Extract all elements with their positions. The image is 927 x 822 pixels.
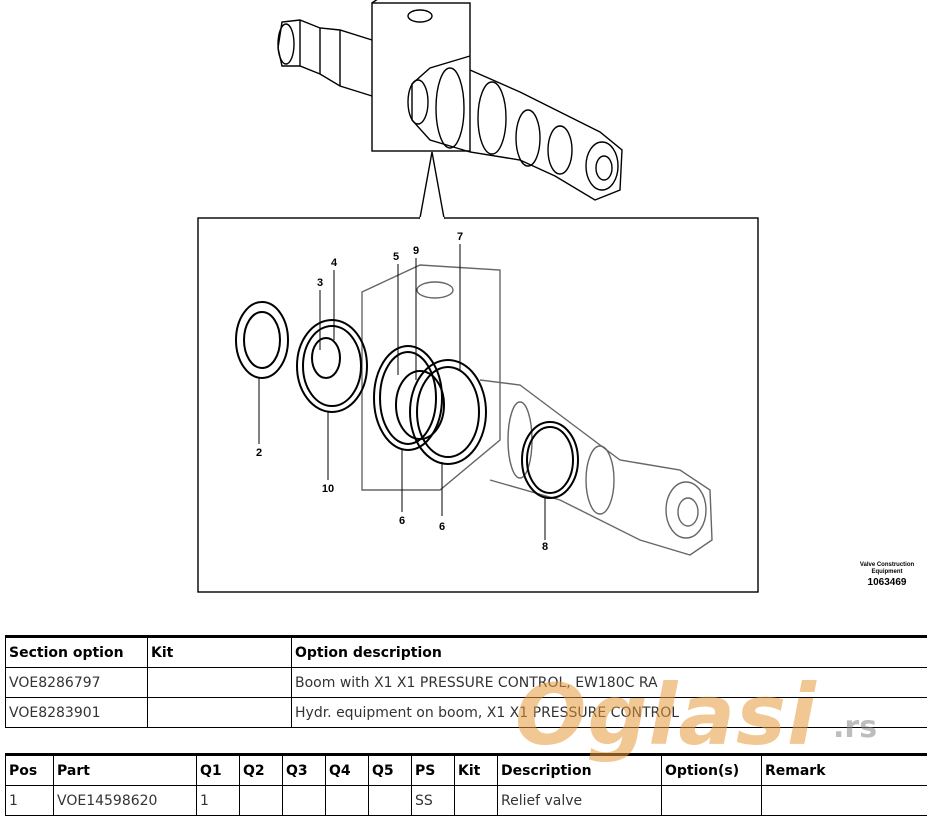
table-row: VOE8283901 Hydr. equipment on boom, X1 X1…	[5, 697, 927, 728]
section-cell: VOE8283901	[5, 697, 148, 728]
callout-6: 6	[439, 521, 445, 533]
parts-cell: VOE14598620	[53, 785, 197, 816]
drawing-reference: Valve Construction Equipment 1063469	[848, 562, 926, 588]
callout-3: 3	[317, 277, 323, 289]
part-6-ring-b	[409, 359, 487, 465]
part-2-plug	[235, 301, 289, 379]
reference-number: 1063469	[867, 577, 907, 588]
parts-cell	[368, 785, 412, 816]
parts-header-6: Q5	[368, 754, 412, 786]
callout-9: 9	[413, 245, 419, 257]
parts-header-1: Part	[53, 754, 197, 786]
parts-cell: 1	[5, 785, 54, 816]
parts-cell	[282, 785, 326, 816]
reference-label: Valve Construction Equipment	[859, 562, 915, 575]
section-cell	[147, 667, 292, 698]
callout-6: 6	[399, 515, 405, 527]
section-header-2: Option description	[291, 636, 927, 668]
part-10-ring	[296, 319, 368, 413]
part-8-ring	[521, 421, 579, 499]
callout-5: 5	[393, 251, 399, 263]
exploded-parts-drawing: 2 34 5 6 6 7 8 9 10	[197, 0, 759, 593]
section-cell: Boom with X1 X1 PRESSURE CONTROL, EW180C…	[291, 667, 927, 698]
parts-header-2: Q1	[196, 754, 240, 786]
parts-header-4: Q3	[282, 754, 326, 786]
parts-cell	[325, 785, 369, 816]
valve-assembly-overview	[277, 0, 623, 219]
parts-header-3: Q2	[239, 754, 283, 786]
part-3-ring	[311, 337, 341, 379]
section-cell: VOE8286797	[5, 667, 148, 698]
parts-header-7: PS	[411, 754, 455, 786]
parts-cell	[661, 785, 762, 816]
callout-7: 7	[457, 231, 463, 243]
section-header-0: Section option	[5, 636, 148, 668]
callout-2: 2	[256, 447, 262, 459]
parts-header-9: Description	[497, 754, 662, 786]
detail-view-frame	[197, 217, 759, 593]
section-cell	[147, 697, 292, 728]
parts-cell: SS	[411, 785, 455, 816]
callout-8: 8	[542, 541, 548, 553]
parts-cell: 1	[196, 785, 240, 816]
parts-cell: Relief valve	[497, 785, 662, 816]
table-row: VOE8286797 Boom with X1 X1 PRESSURE CONTR…	[5, 667, 927, 698]
part-9-ring	[395, 370, 445, 440]
parts-header-11: Remark	[761, 754, 927, 786]
section-cell: Hydr. equipment on boom, X1 X1 PRESSURE …	[291, 697, 927, 728]
section-body: VOE8286797 Boom with X1 X1 PRESSURE CONTR…	[5, 667, 927, 728]
parts-header-8: Kit	[454, 754, 498, 786]
section-header-1: Kit	[147, 636, 292, 668]
parts-header-10: Option(s)	[661, 754, 762, 786]
detail-exploded-view	[361, 264, 713, 556]
parts-cell	[454, 785, 498, 816]
part-6-ring-a	[373, 345, 443, 451]
callout-10: 10	[322, 483, 334, 495]
parts-cell	[761, 785, 927, 816]
parts-header-5: Q4	[325, 754, 369, 786]
parts-header-0: Pos	[5, 754, 54, 786]
callout-4: 4	[331, 257, 338, 269]
parts-cell	[239, 785, 283, 816]
